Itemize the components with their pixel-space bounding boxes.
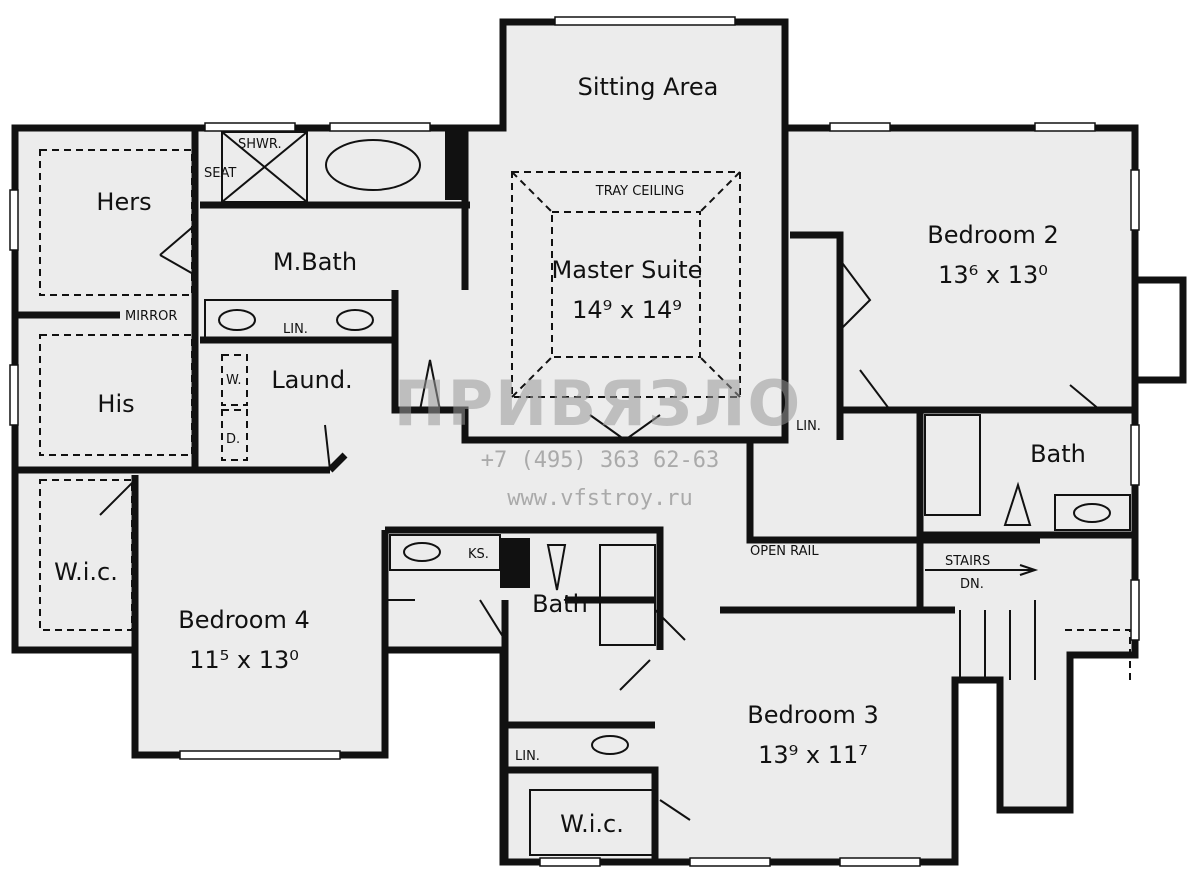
label-master-suite-dim: 14⁹ x 14⁹	[572, 296, 682, 324]
label-open-rail: OPEN RAIL	[750, 544, 819, 559]
label-seat: SEAT	[204, 166, 236, 181]
label-lin-hall: LIN.	[796, 419, 821, 434]
watermark-logo: ПРИВЯЗЛО	[394, 367, 802, 440]
label-lin-mbath: LIN.	[283, 322, 308, 337]
label-wic-left: W.i.c.	[54, 558, 118, 586]
fixtures	[204, 131, 1131, 856]
label-shwr: SHWR.	[238, 137, 282, 152]
label-bedroom-4-dim: 11⁵ x 13⁰	[189, 646, 299, 674]
watermark-url: www.vfstroy.ru	[507, 486, 692, 511]
label-bath-center: Bath	[532, 590, 588, 618]
label-wic-bottom: W.i.c.	[560, 810, 624, 838]
label-washer: W.	[226, 373, 242, 388]
doors	[99, 224, 1101, 821]
interior-walls	[15, 128, 1135, 862]
label-lin-bath: LIN.	[515, 749, 540, 764]
label-bath-right: Bath	[1030, 440, 1086, 468]
label-bedroom-2-dim: 13⁶ x 13⁰	[938, 261, 1048, 289]
label-mbath: M.Bath	[273, 248, 357, 276]
label-laundry: Laund.	[271, 366, 352, 394]
tray-ceiling	[511, 171, 741, 398]
column	[445, 130, 467, 200]
column	[500, 538, 530, 588]
label-hers: Hers	[96, 188, 151, 216]
label-sitting-area: Sitting Area	[578, 73, 719, 101]
label-tray-ceiling: TRAY CEILING	[595, 184, 684, 199]
label-ks: KS.	[468, 547, 489, 562]
label-stairs: STAIRS	[945, 554, 990, 569]
label-bedroom-3-dim: 13⁹ x 11⁷	[758, 741, 868, 769]
label-bedroom-4: Bedroom 4	[178, 606, 309, 634]
watermark-phone: +7 (495) 363 62-63	[481, 448, 719, 473]
label-dn: DN.	[960, 577, 984, 592]
label-master-suite: Master Suite	[552, 256, 703, 284]
label-bedroom-3: Bedroom 3	[747, 701, 878, 729]
windows	[9, 16, 1140, 867]
label-dryer: D.	[226, 432, 240, 447]
label-bedroom-2: Bedroom 2	[927, 221, 1058, 249]
label-his: His	[97, 390, 134, 418]
label-mirror: MIRROR	[125, 309, 177, 324]
closet-shelves	[39, 149, 248, 631]
bay-window	[1131, 276, 1187, 384]
